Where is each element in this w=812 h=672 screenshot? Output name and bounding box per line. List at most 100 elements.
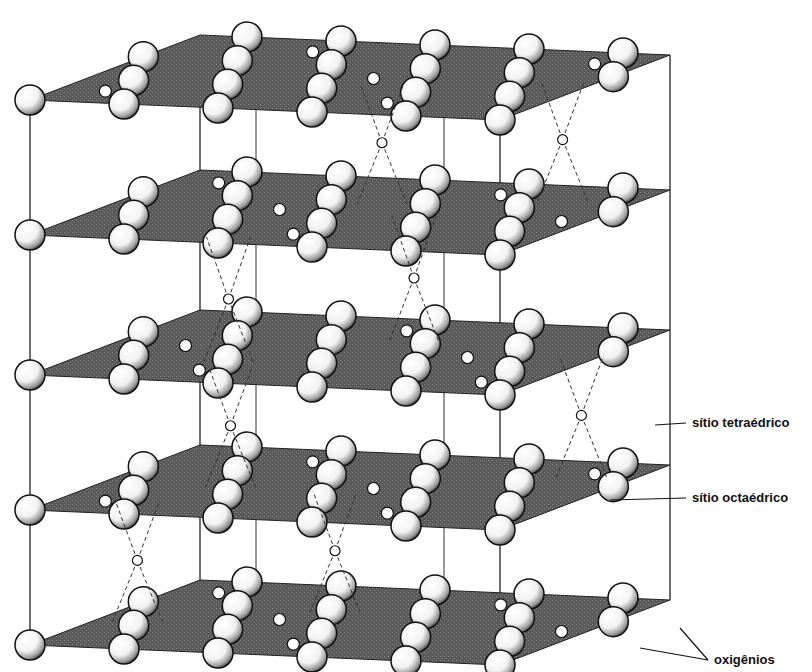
cation-site <box>213 177 225 189</box>
oxygen-sphere <box>391 376 421 406</box>
oxygen-sphere <box>485 240 515 270</box>
coordination-line <box>229 237 251 299</box>
coordination-line <box>541 80 563 140</box>
oxygen-sphere <box>297 232 327 262</box>
cation-site <box>193 364 205 376</box>
oxygen-sphere <box>485 380 515 410</box>
oxygen-sphere <box>391 101 421 131</box>
cation-site <box>381 97 393 109</box>
coordination-line <box>360 83 382 143</box>
cation-site <box>132 555 142 565</box>
coordination-line <box>313 491 335 551</box>
site-label: sítio tetraédrico <box>690 415 792 431</box>
leader-line <box>610 498 686 500</box>
oxygen-sphere <box>15 220 45 250</box>
coordination-line <box>112 560 137 622</box>
coordination-line <box>389 278 414 342</box>
oxygen-sphere <box>598 337 628 367</box>
coordination-line <box>414 216 436 278</box>
cation-site <box>307 456 319 468</box>
leader-line <box>640 648 708 660</box>
cell-edge <box>669 55 670 600</box>
cation-site <box>401 325 413 337</box>
coordination-line <box>357 143 382 205</box>
oxygen-layer <box>15 22 670 135</box>
oxygen-sphere <box>203 503 233 533</box>
leader-line <box>655 423 686 425</box>
oxygen-label: oxigênios <box>712 652 777 668</box>
coordination-line <box>204 299 229 363</box>
oxygen-sphere <box>203 93 233 123</box>
cation-site <box>368 73 380 85</box>
coordination-line <box>563 140 588 202</box>
cation-site <box>307 46 319 58</box>
cation-site <box>274 204 286 216</box>
coordination-line <box>556 415 581 477</box>
cation-site <box>381 507 393 519</box>
oxygen-sphere <box>297 372 327 402</box>
cation-site <box>558 135 568 145</box>
oxygen-sphere <box>109 89 139 119</box>
oxygen-sphere <box>15 495 45 525</box>
cation-site <box>409 273 419 283</box>
coordination-line <box>581 415 606 477</box>
coordination-line <box>137 501 159 561</box>
oxygen-sphere <box>485 515 515 545</box>
cation-site <box>287 228 299 240</box>
cation-site <box>368 483 380 495</box>
cation-site <box>180 340 192 352</box>
oxygen-layer <box>15 297 670 410</box>
oxygen-sphere <box>485 650 515 672</box>
coordination-line <box>581 356 603 416</box>
cation-site <box>224 294 234 304</box>
coordination-line <box>206 426 231 488</box>
oxygen-sphere <box>109 224 139 254</box>
oxygen-sphere <box>598 62 628 92</box>
cation-site <box>462 352 474 364</box>
coordination-line <box>335 491 357 551</box>
cation-site <box>495 599 507 611</box>
oxygen-sphere <box>203 638 233 668</box>
cation-site <box>226 421 236 431</box>
coordination-line <box>209 366 231 426</box>
cation-site <box>213 587 225 599</box>
oxygen-sphere <box>297 507 327 537</box>
oxygen-sphere <box>391 511 421 541</box>
coordination-line <box>231 366 253 426</box>
coordination-line <box>414 278 439 342</box>
oxygen-sphere <box>15 85 45 115</box>
cation-site <box>576 410 586 420</box>
coordination-line <box>231 426 256 488</box>
oxygen-sphere <box>15 360 45 390</box>
coordination-line <box>392 216 414 278</box>
coordination-line <box>137 560 162 622</box>
oxygen-sphere <box>391 646 421 672</box>
oxygen-layer <box>15 432 670 545</box>
oxygen-sphere <box>598 607 628 637</box>
oxygen-layer <box>15 157 670 270</box>
oxygen-sphere <box>15 630 45 660</box>
oxygen-sphere <box>598 472 628 502</box>
oxygen-sphere <box>203 368 233 398</box>
cation-site <box>330 546 340 556</box>
oxygen-sphere <box>109 634 139 664</box>
cation-site <box>475 376 487 388</box>
coordination-line <box>310 551 335 613</box>
oxygen-sphere <box>109 364 139 394</box>
coordination-line <box>382 83 404 143</box>
coordination-line <box>115 501 137 561</box>
oxygen-sphere <box>297 97 327 127</box>
cation-site <box>99 495 111 507</box>
oxygen-sphere <box>391 236 421 266</box>
coordination-line <box>207 237 229 299</box>
cation-site <box>287 638 299 650</box>
coordination-line <box>559 356 581 416</box>
site-label: sítio octaédrico <box>690 490 790 506</box>
cation-site <box>556 216 568 228</box>
cation-site <box>589 468 601 480</box>
cation-site <box>589 58 601 70</box>
cation-site <box>99 85 111 97</box>
coordination-line <box>229 299 254 363</box>
